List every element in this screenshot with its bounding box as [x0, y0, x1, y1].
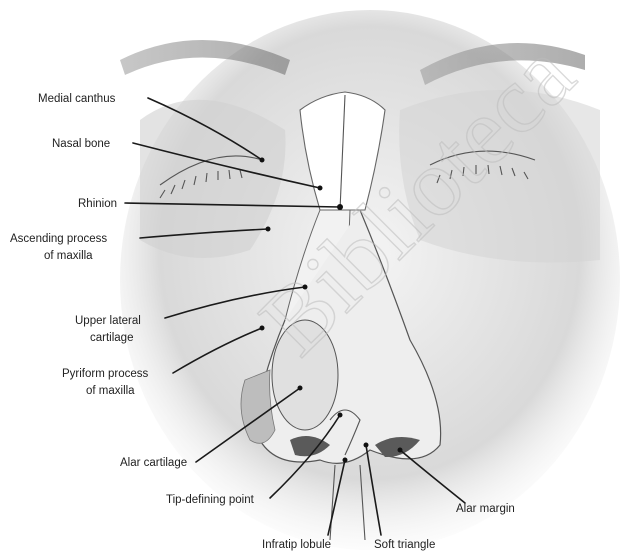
- point-tip-defining: [338, 413, 343, 418]
- point-infratip-lobule: [343, 458, 348, 463]
- label-upper-lateral-line2: cartilage: [90, 332, 133, 344]
- label-pyriform-line2: of maxilla: [86, 385, 135, 397]
- point-nasal-bone: [318, 186, 323, 191]
- point-rhinion: [337, 204, 343, 210]
- label-alar-margin: Alar margin: [456, 503, 515, 515]
- label-soft-triangle: Soft triangle: [374, 539, 435, 551]
- point-ascending-process: [266, 227, 271, 232]
- label-ascending-process-line1: Ascending process: [10, 233, 107, 245]
- point-upper-lateral: [303, 285, 308, 290]
- point-pyriform: [260, 326, 265, 331]
- label-upper-lateral-line1: Upper lateral: [75, 315, 141, 327]
- label-pyriform-line1: Pyriform process: [62, 368, 149, 380]
- label-infratip-lobule: Infratip lobule: [262, 539, 331, 551]
- point-medial-canthus: [260, 158, 265, 163]
- point-soft-triangle: [364, 443, 369, 448]
- label-alar-cartilage: Alar cartilage: [120, 457, 187, 469]
- label-tip-defining-point: Tip-defining point: [166, 494, 255, 506]
- label-nasal-bone: Nasal bone: [52, 138, 110, 150]
- point-alar-margin: [398, 448, 403, 453]
- label-rhinion: Rhinion: [78, 198, 117, 210]
- label-ascending-process-line2: of maxilla: [44, 250, 93, 262]
- label-medial-canthus: Medial canthus: [38, 93, 116, 105]
- point-alar-cartilage: [298, 386, 303, 391]
